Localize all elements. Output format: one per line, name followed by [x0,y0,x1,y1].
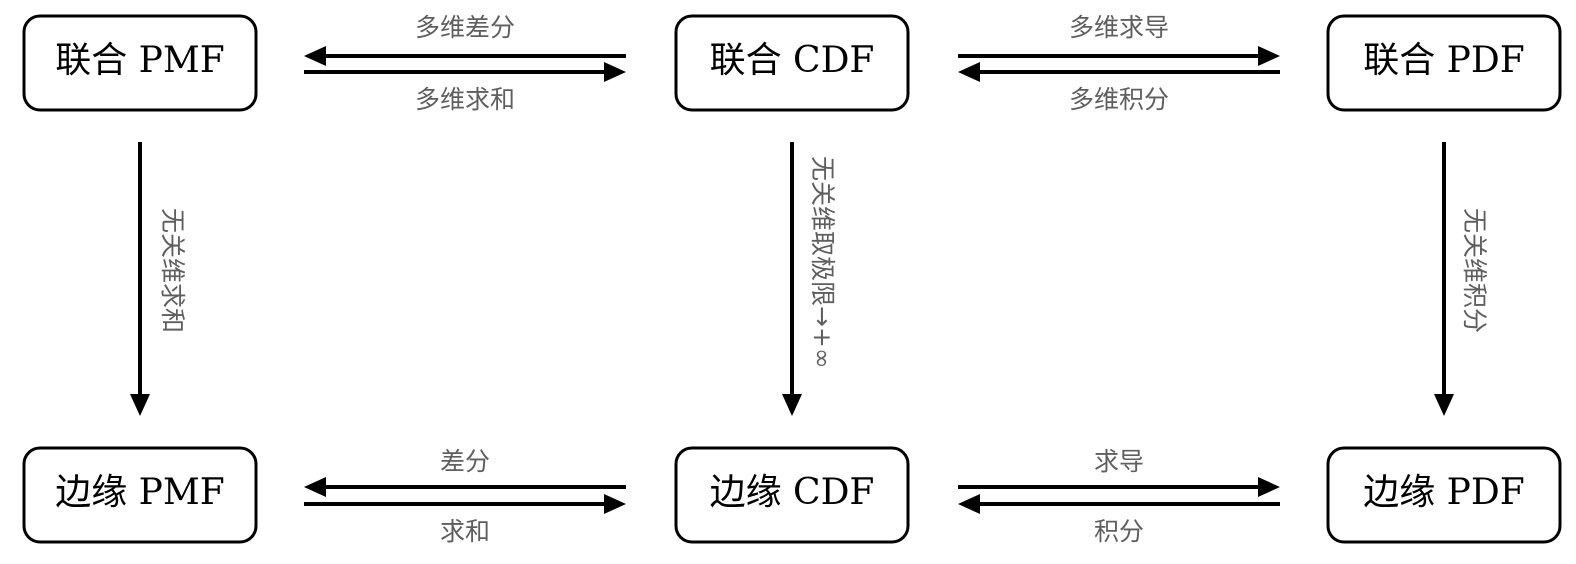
node-marginal-pdf-label: 边缘 PDF [1363,472,1525,513]
arrow-head-left [304,46,326,66]
arrow-head-down [782,394,802,416]
edge-label-vertical-middle: 无关维取极限→+∞ [808,156,837,369]
node-marginal-pmf-box [22,446,258,544]
edge-joint-cdf-to-pmf: 多维差分 [304,13,626,66]
node-joint-pmf-label: 联合 PMF [55,40,225,81]
node-joint-cdf: 联合 CDF [674,14,910,112]
edge-marginal-pmf-to-cdf: 求和 [304,494,626,546]
edge-joint-pmf-to-marginal-pmf: 无关维求和 [130,142,187,416]
node-joint-cdf-label: 联合 CDF [710,40,875,81]
node-joint-pdf-box [1326,14,1562,112]
arrow-head-down [130,394,150,416]
edge-label-vertical-left: 无关维求和 [158,208,187,333]
edge-label-bottom-right-upper: 求导 [1094,447,1144,476]
edge-label-vertical-right: 无关维积分 [1460,208,1489,333]
arrow-head-right [604,62,626,82]
edge-label-top-right-lower: 多维积分 [1069,85,1169,114]
edge-marginal-cdf-to-pmf: 差分 [304,447,626,497]
edge-joint-cdf-to-marginal-cdf: 无关维取极限→+∞ [782,142,837,416]
arrow-head-left [304,477,326,497]
node-joint-pmf: 联合 PMF [22,14,258,112]
edge-label-top-left-lower: 多维求和 [415,85,515,114]
edge-marginal-cdf-to-pdf: 求导 [958,447,1280,497]
arrow-head-down [1434,394,1454,416]
node-joint-pmf-box [22,14,258,112]
edge-label-top-left-upper: 多维差分 [415,13,515,42]
arrow-head-right [604,494,626,514]
node-marginal-cdf: 边缘 CDF [674,446,910,544]
arrow-head-right [1258,477,1280,497]
edge-label-bottom-left-upper: 差分 [440,447,490,476]
node-joint-cdf-box [674,14,910,112]
node-marginal-pdf: 边缘 PDF [1326,446,1562,544]
edge-joint-pdf-to-cdf: 多维积分 [958,62,1280,114]
node-marginal-pmf-label: 边缘 PMF [55,472,225,513]
edge-label-bottom-right-lower: 积分 [1094,517,1144,546]
arrow-head-left [958,494,980,514]
edge-joint-cdf-to-pdf: 多维求导 [958,13,1280,66]
edge-label-top-right-upper: 多维求导 [1069,13,1169,42]
arrow-head-right [1258,46,1280,66]
edge-label-bottom-left-lower: 求和 [440,517,490,546]
node-marginal-cdf-box [674,446,910,544]
edge-joint-pmf-to-cdf: 多维求和 [304,62,626,114]
arrow-head-left [958,62,980,82]
edge-joint-pdf-to-marginal-pdf: 无关维积分 [1434,142,1489,416]
edge-marginal-pdf-to-cdf: 积分 [958,494,1280,546]
node-marginal-cdf-label: 边缘 CDF [710,472,875,513]
node-joint-pdf-label: 联合 PDF [1363,40,1525,81]
node-marginal-pdf-box [1326,446,1562,544]
node-joint-pdf: 联合 PDF [1326,14,1562,112]
node-marginal-pmf: 边缘 PMF [22,446,258,544]
